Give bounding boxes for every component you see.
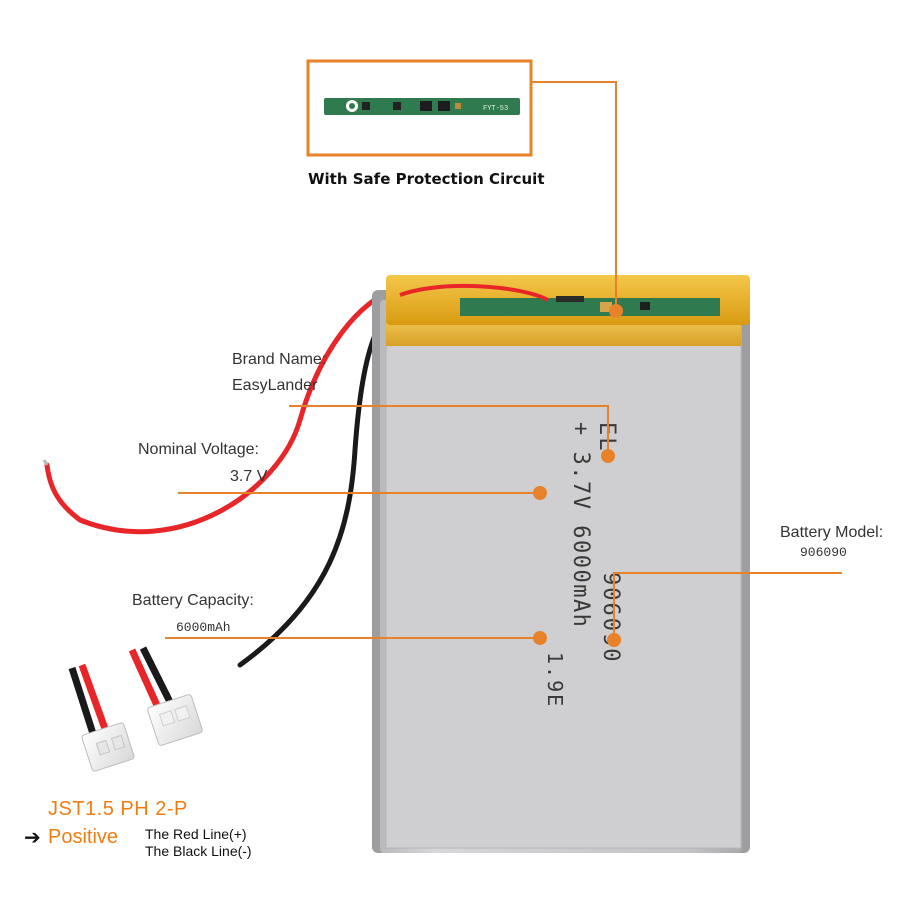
jst-connector-2 — [128, 646, 203, 746]
black-line-label: The Black Line(-) — [145, 843, 252, 859]
capacity-label: Battery Capacity: — [132, 592, 254, 609]
callout-dots — [533, 304, 623, 647]
pcb-caption: With Safe Protection Circuit — [308, 170, 545, 188]
voltage-callout-dot — [533, 486, 547, 500]
lipo-battery-cell — [372, 275, 750, 853]
cell-print-line1: EL — [594, 422, 619, 453]
pcb-inset: FYT-53 — [306, 59, 533, 157]
jst-connector-1 — [68, 663, 135, 772]
brand-name-value: EasyLander — [232, 377, 318, 394]
brand-callout-line — [289, 405, 609, 455]
capacity-callout-dot — [533, 631, 547, 645]
model-value: 906090 — [800, 545, 847, 560]
cell-print-line2: + 3.7V 6000mAh — [568, 422, 593, 628]
positive-label: Positive — [48, 826, 119, 848]
capacity-value: 6000mAh — [176, 620, 231, 635]
cell-print: EL + 3.7V 6000mAh 906090 1.9E — [543, 422, 623, 708]
callout-lines — [165, 81, 842, 639]
voltage-value: 3.7 V — [230, 468, 268, 485]
cell-print-line3: 906090 — [598, 572, 623, 663]
arrow-right-icon: ➔ — [24, 825, 41, 849]
pcb-board-text: FYT-53 — [483, 105, 508, 113]
model-label: Battery Model: — [780, 524, 884, 541]
brand-name-label: Brand Name: — [232, 351, 327, 368]
model-callout-dot — [607, 633, 621, 647]
connector-type: JST1.5 PH 2-P — [48, 798, 188, 820]
pcb-callout-line — [531, 81, 617, 310]
voltage-label: Nominal Voltage: — [138, 441, 259, 458]
red-line-label: The Red Line(+) — [145, 826, 247, 842]
brand-callout-dot — [601, 449, 615, 463]
model-callout-line — [613, 572, 842, 638]
pcb-callout-dot — [609, 304, 623, 318]
cell-print-line4: 1.9E — [543, 652, 567, 708]
